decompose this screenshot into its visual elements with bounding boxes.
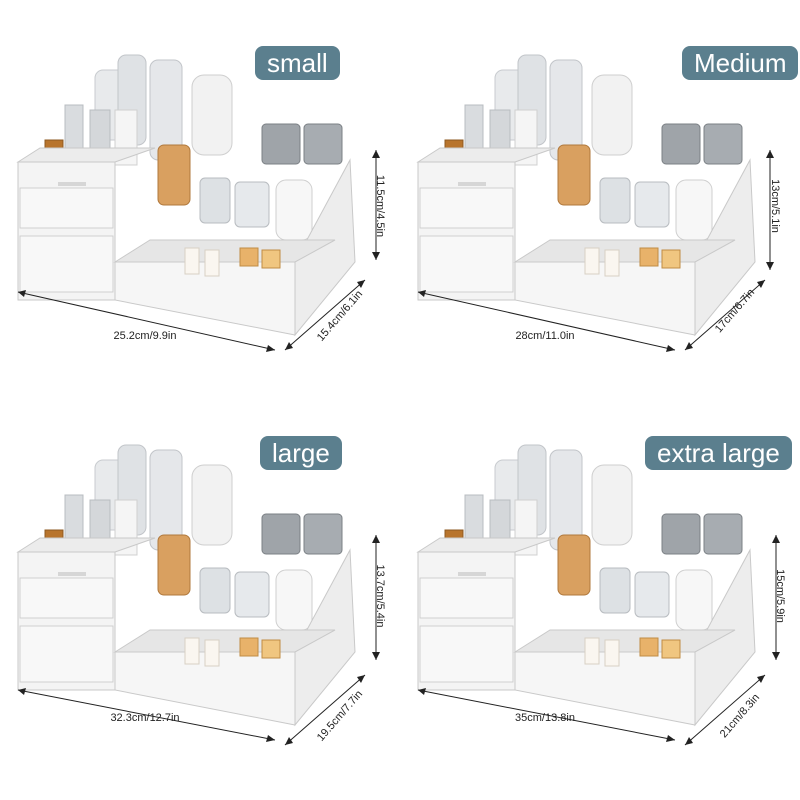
height-dimension-label: 13cm/5.1in [769, 179, 781, 233]
size-badge: large [260, 436, 342, 470]
height-dimension-label: 13.7cm/5.4in [374, 564, 386, 628]
variant-panel-small: small 25.2cm/9.9in 11.5cm/4.5in 15.4cm/6… [0, 0, 400, 400]
organizer-illustration [416, 444, 780, 746]
height-dimension-label: 11.5cm/4.5in [374, 174, 386, 238]
organizer-illustration [16, 54, 380, 352]
width-dimension-label: 35cm/13.8in [515, 712, 575, 724]
size-badge: small [255, 46, 340, 80]
width-dimension-label: 32.3cm/12.7in [110, 712, 180, 724]
organizer-illustration [416, 54, 774, 352]
organizer-illustration [16, 444, 380, 746]
width-dimension-label: 25.2cm/9.9in [113, 330, 177, 342]
variant-panel-large: large 32.3cm/12.7in 13.7cm/5.4in 19.5cm/… [0, 390, 400, 790]
height-dimension-label: 15cm/5.9in [774, 569, 786, 623]
width-dimension-label: 28cm/11.0in [515, 330, 575, 342]
size-badge: extra large [645, 436, 792, 470]
variant-panel-medium: Medium 28cm/11.0in 13cm/5.1in 17cm/6.7in [400, 0, 800, 400]
size-badge: Medium [682, 46, 799, 80]
variant-panel-extra-large: extra large 35cm/13.8in 15cm/5.9in 21cm/… [400, 390, 800, 790]
